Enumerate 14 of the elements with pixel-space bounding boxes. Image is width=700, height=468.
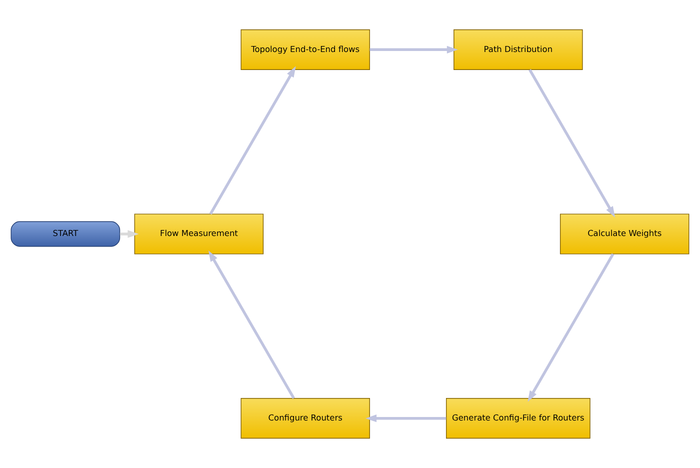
node-box: Generate Config-File for Routers: [446, 398, 590, 439]
node-box: Flow Measurement: [134, 214, 264, 254]
arrow: [209, 66, 296, 215]
arrow: [528, 253, 614, 402]
arrow: [120, 230, 139, 238]
arrow: [366, 414, 446, 422]
arrow: [528, 69, 616, 218]
node-box: Calculate Weights: [560, 214, 690, 254]
arrow: [208, 250, 295, 399]
node-box: Configure Routers: [240, 398, 370, 439]
arrow: [370, 46, 458, 54]
node-box: START: [10, 221, 120, 247]
node-box: Path Distribution: [454, 29, 583, 70]
node-box: Topology End-to-End flows: [240, 29, 370, 70]
